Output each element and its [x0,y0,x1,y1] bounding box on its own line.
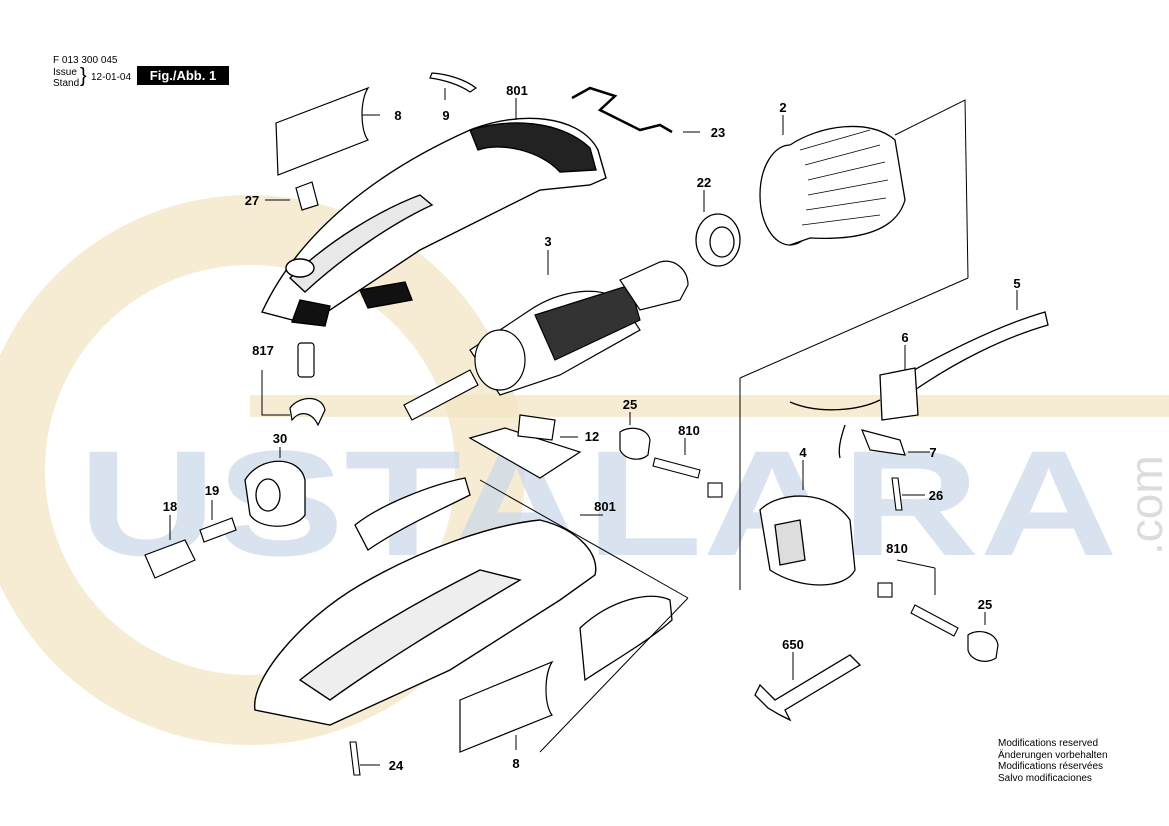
callout-22: 22 [697,175,711,190]
nut-810-lower [877,582,893,598]
armature [403,260,689,421]
callout-7: 7 [929,445,936,460]
screw-810-lower [910,604,959,637]
spacer-25 [619,427,651,460]
callout-26: 26 [929,488,943,503]
callout-9: 9 [442,108,449,123]
callout-8-upper: 8 [394,108,401,123]
nut-30 [244,460,306,527]
switch-cover [354,477,471,551]
power-cord [789,311,1049,459]
callout-18: 18 [163,499,177,514]
callout-6: 6 [901,330,908,345]
callout-23: 23 [711,125,725,140]
switch-slider-12 [468,414,582,479]
modification-notes: Modifications reserved Änderungen vorbeh… [998,738,1108,784]
callout-801-upper: 801 [506,83,528,98]
upper-housing [261,117,607,327]
callout-810-upper: 810 [678,423,700,438]
label-plate-top [275,86,370,176]
watermark-bar [250,395,1169,417]
callout-650: 650 [782,637,804,652]
stand-label: Stand [53,78,80,89]
sleeve-18 [144,539,196,579]
bearing-22 [695,213,741,267]
callout-19: 19 [205,483,219,498]
callout-4: 4 [799,445,807,460]
note-fr: Modifications réservées [998,761,1104,772]
collet-19 [199,517,237,543]
figure-label: Fig./Abb. 1 [137,66,229,85]
callout-25-lower: 25 [978,597,992,612]
watermark-ring [0,195,525,745]
watermark-suffix: .com [1120,455,1169,555]
brush-holder [759,495,856,586]
screw-24 [349,741,361,776]
cap-27 [295,181,319,211]
field-coil [759,125,906,246]
callout-3: 3 [544,234,551,249]
issue-label: Issue [53,67,77,78]
callout-810-lower: 810 [886,541,908,556]
wire-clip-23 [571,86,673,134]
collet-817 [289,342,326,427]
strip-9 [429,72,478,93]
spacer-25-lower [967,631,999,662]
brace-glyph: } [80,65,87,87]
callout-25-upper: 25 [623,397,637,412]
leader-lines [169,88,1018,766]
screw-810 [652,457,701,479]
callout-24: 24 [389,758,404,773]
nut-810 [707,482,723,498]
note-en: Modifications reserved [998,738,1099,749]
issue-date: 12-01-04 [91,72,132,83]
wrench-650 [754,654,862,722]
note-es: Salvo modificaciones [998,772,1092,784]
cord-clamp-7 [861,429,906,456]
callout-801-lower: 801 [594,499,616,514]
callout-8-lower: 8 [512,756,519,771]
part-callouts: 801 9 8 27 23 2 22 3 5 6 817 30 25 12 81… [163,83,1021,773]
rear-cap [579,595,673,682]
label-plate-bottom [459,660,554,753]
note-de: Änderungen vorbehalten [998,749,1108,761]
callout-27: 27 [245,193,259,208]
callout-30: 30 [273,431,287,446]
screw-26 [891,477,903,511]
lower-housing [254,519,597,726]
document-number: F 013 300 045 [53,55,118,66]
callout-817: 817 [252,343,274,358]
callout-5: 5 [1013,276,1020,291]
callout-12: 12 [585,429,599,444]
callout-2: 2 [779,100,786,115]
